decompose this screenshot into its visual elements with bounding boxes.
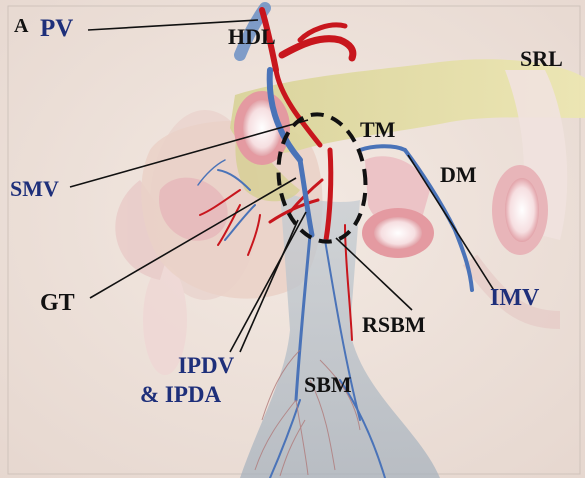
label-tm: TM — [360, 117, 396, 142]
label-sbm: SBM — [304, 372, 352, 397]
label-smv: SMV — [10, 176, 59, 201]
label-pv: PV — [40, 15, 73, 42]
label-rsbm: RSBM — [362, 312, 426, 337]
label-gt: GT — [40, 290, 75, 316]
label-ipda: & IPDA — [140, 382, 222, 407]
label-srl: SRL — [520, 46, 563, 71]
label-ipdv: IPDV — [178, 353, 235, 378]
label-hdl: HDL — [228, 24, 276, 49]
label-dm: DM — [440, 162, 477, 187]
panel-letter: A — [14, 15, 29, 37]
label-imv: IMV — [490, 285, 540, 311]
